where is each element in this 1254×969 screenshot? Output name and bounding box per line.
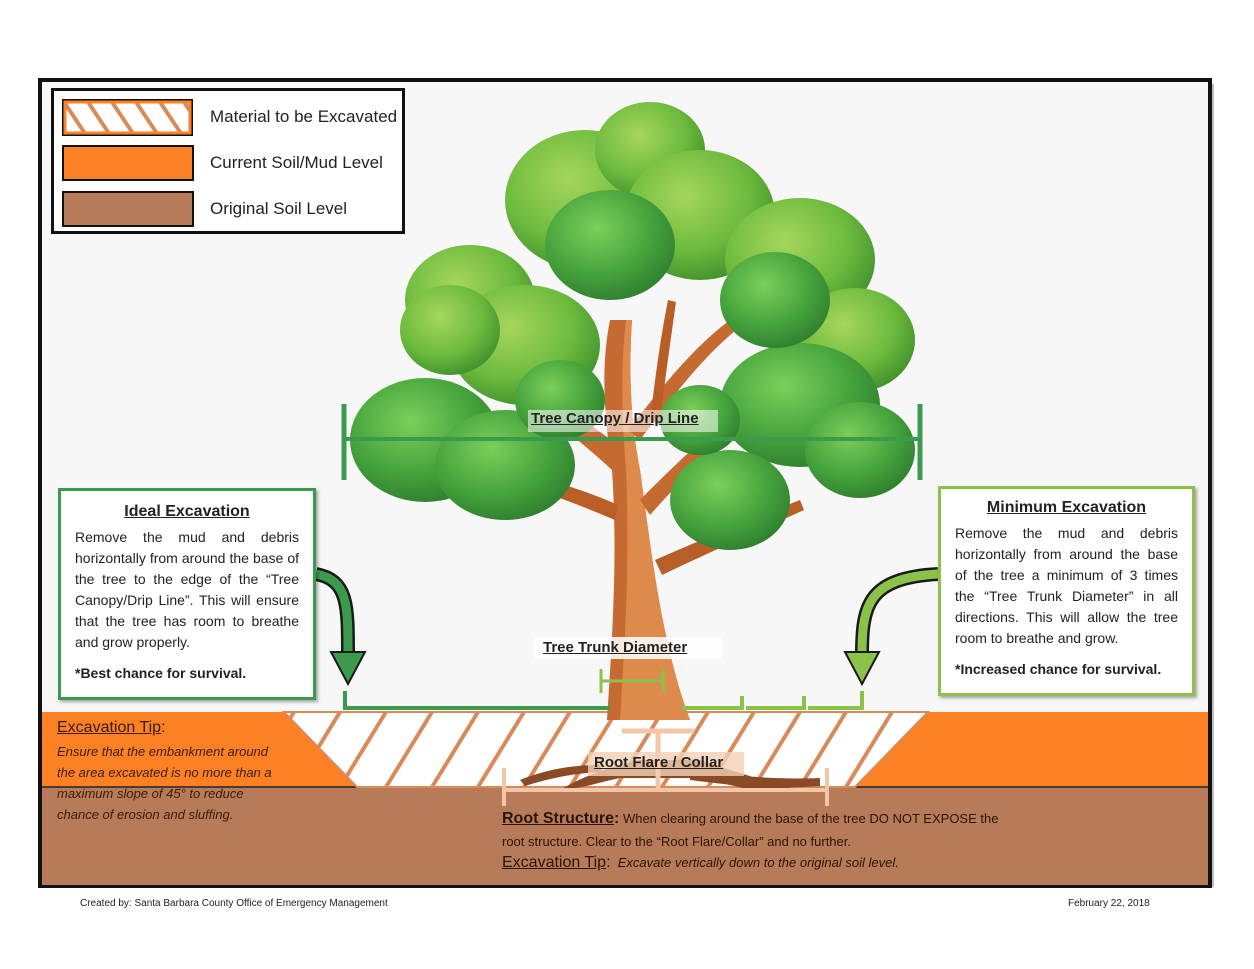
tip-line: the area excavated is no more than a	[57, 765, 272, 780]
legend-item-original-soil: Original Soil Level	[62, 191, 400, 227]
root-structure-line1: Root Structure: When clearing around the…	[502, 810, 998, 828]
canopy-label: Tree Canopy / Drip Line	[531, 410, 699, 427]
tip-line: chance of erosion and sluffing.	[57, 807, 234, 822]
tip-line: Ensure that the embankment around	[57, 744, 269, 759]
original-soil-layer	[42, 787, 1208, 885]
legend-item-excavated: Material to be Excavated	[62, 99, 400, 136]
down-arrow-icon-green	[314, 567, 367, 687]
ideal-excavation-title: Ideal Excavation	[124, 503, 250, 520]
minimum-excavation-extent	[682, 691, 864, 710]
minimum-excavation-title: Minimum Excavation	[986, 499, 1147, 516]
excavation-area	[281, 711, 931, 788]
colon: :	[161, 719, 166, 736]
legend-label: Current Soil/Mud Level	[210, 153, 383, 172]
down-arrow-icon-lime	[843, 567, 939, 687]
root-tip-text: Excavate vertically down to the original…	[617, 855, 899, 870]
root-excavation-tip: Excavation Tip: Excavate vertically down…	[502, 854, 899, 872]
root-structure-text1: When clearing around the base of the tre…	[619, 811, 999, 826]
minimum-excavation-box: Minimum Excavation Remove the mud and de…	[938, 486, 1195, 696]
root-structure-bracket	[502, 768, 829, 806]
excavation-tip-left-heading: Excavation Tip:	[57, 719, 166, 737]
canopy-drip-line	[341, 404, 923, 480]
ideal-excavation-extent	[343, 691, 610, 710]
colon: :	[606, 854, 611, 871]
legend-item-current-soil: Current Soil/Mud Level	[62, 145, 400, 181]
excavation-tip-title: Excavation Tip	[57, 719, 162, 736]
trunk-diameter-marker	[599, 669, 665, 693]
ideal-excavation-body: Remove the mud and debris horizontally f…	[75, 529, 299, 650]
root-flare-label: Root Flare / Collar	[594, 754, 724, 771]
root-structure-text2: root structure. Clear to the “Root Flare…	[502, 834, 851, 849]
root-structure-title: Root Structure	[502, 810, 614, 827]
legend-label: Original Soil Level	[210, 199, 348, 218]
legend: Material to be Excavated Current Soil/Mu…	[51, 88, 405, 234]
mud-swatch	[62, 145, 194, 181]
colon: :	[614, 810, 620, 827]
footer-credit: Created by: Santa Barbara County Office …	[80, 898, 388, 909]
root-tip-title: Excavation Tip	[502, 854, 607, 871]
excavation-tip-left-text: Ensure that the embankment around the ar…	[57, 741, 317, 825]
tip-line: maximum slope of 45° to reduce	[57, 786, 244, 801]
legend-label: Material to be Excavated	[210, 107, 398, 126]
ideal-excavation-note: *Best chance for survival.	[75, 665, 247, 681]
footer-date: February 22, 2018	[1068, 898, 1150, 909]
hatch-swatch	[62, 99, 193, 136]
soil-swatch	[62, 191, 194, 227]
trunk-diameter-label: Tree Trunk Diameter	[543, 639, 688, 656]
ideal-excavation-box: Ideal Excavation Remove the mud and debr…	[58, 488, 316, 700]
minimum-excavation-body: Remove the mud and debris horizontally f…	[955, 525, 1178, 646]
minimum-excavation-note: *Increased chance for survival.	[955, 661, 1162, 677]
